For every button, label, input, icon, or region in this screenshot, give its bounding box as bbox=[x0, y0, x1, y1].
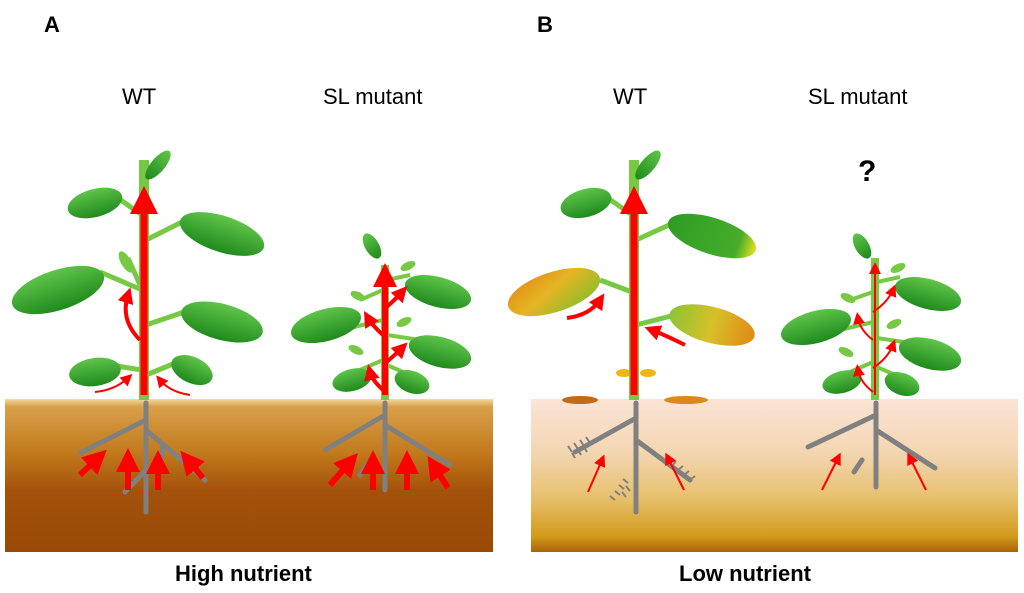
panel-b-mutant-title: SL mutant bbox=[808, 84, 908, 109]
root-hairs bbox=[567, 436, 696, 501]
panel-b-wt-plant bbox=[507, 150, 757, 515]
panel-a-mutant-plant bbox=[290, 233, 472, 493]
panel-a-condition-label: High nutrient bbox=[175, 561, 312, 586]
panel-b-condition-label: Low nutrient bbox=[679, 561, 811, 586]
panel-a-mutant-title: SL mutant bbox=[323, 84, 423, 109]
unknown-question-mark: ? bbox=[858, 155, 877, 188]
panel-a-label: A bbox=[44, 12, 60, 37]
wt-a-leaves bbox=[11, 150, 265, 387]
soil-low-nutrient bbox=[531, 399, 1018, 552]
panel-b-wt-title: WT bbox=[613, 84, 648, 109]
panel-a-wt-plant bbox=[11, 150, 265, 515]
fallen-leaf bbox=[562, 396, 598, 404]
panel-a-wt-title: WT bbox=[122, 84, 157, 109]
soil-high-nutrient bbox=[5, 399, 493, 552]
panel-b-label: B bbox=[537, 12, 553, 37]
wt-a-arrows bbox=[77, 186, 206, 490]
panel-b-mutant-plant bbox=[780, 233, 962, 491]
